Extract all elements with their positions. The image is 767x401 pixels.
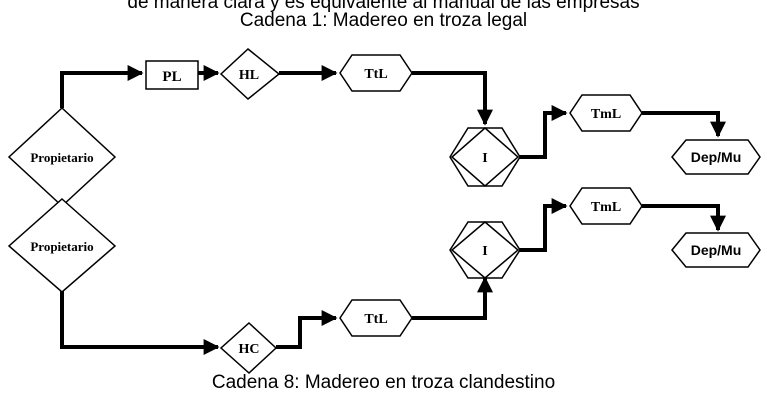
node-depmu-8: Dep/Mu — [671, 232, 761, 268]
node-label: Propietario — [30, 239, 93, 254]
edge-tml-depmu — [642, 111, 726, 138]
node-label: TtL — [364, 312, 387, 327]
edge-ttl-i — [412, 71, 493, 126]
node-label: HC — [239, 342, 260, 357]
chain1-connectors — [60, 65, 726, 159]
node-tml-8: TmL — [569, 187, 643, 225]
node-i-8: I — [449, 221, 521, 279]
node-propietario-8: Propietario — [7, 197, 117, 293]
node-label: TtL — [364, 67, 387, 82]
node-label: Dep/Mu — [691, 242, 742, 258]
node-label: Dep/Mu — [691, 149, 742, 165]
node-label: TmL — [591, 200, 621, 215]
edge-ttl-i — [412, 276, 493, 320]
node-propietario-1: Propietario — [7, 106, 117, 208]
node-label: TmL — [591, 107, 621, 122]
cut-off-top-text: de manera clara y es equivalente al manu… — [127, 0, 640, 13]
node-ttl-1: TtL — [339, 54, 413, 92]
chain1-title: Cadena 1: Madereo en troza legal — [239, 10, 528, 31]
node-label: I — [482, 244, 487, 259]
node-label: PL — [162, 69, 181, 85]
chain8-connectors — [60, 198, 726, 355]
edge-tml-depmu — [642, 204, 726, 232]
node-ttl-8: TtL — [339, 299, 413, 337]
node-hl: HL — [219, 48, 281, 100]
edge-propietario-hc — [60, 289, 220, 355]
edge-hc-ttl — [276, 310, 338, 349]
node-pl: PL — [145, 60, 199, 90]
node-hc: HC — [219, 321, 278, 375]
node-label: HL — [239, 68, 259, 83]
node-label: I — [482, 151, 487, 166]
edge-propietario-pl — [60, 65, 144, 108]
node-i-1: I — [449, 127, 521, 187]
node-depmu-1: Dep/Mu — [671, 139, 761, 175]
edge-i-tml — [518, 105, 568, 159]
node-label: Propietario — [30, 150, 93, 165]
node-tml-1: TmL — [569, 94, 643, 132]
edge-i-tml — [518, 198, 568, 252]
chain8-title: Cadena 8: Madereo en troza clandestino — [211, 372, 556, 393]
